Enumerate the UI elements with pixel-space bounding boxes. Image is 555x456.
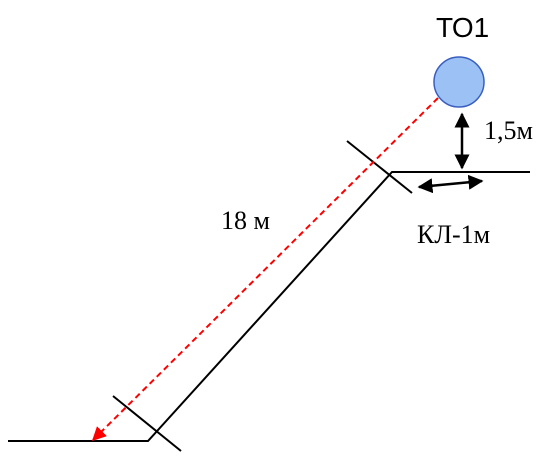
object-label: ТО1	[436, 12, 490, 43]
slope-length-label: 18 м	[221, 206, 270, 235]
bottom-edge-tick	[112, 395, 182, 452]
ground-profile-line	[8, 171, 530, 442]
top-edge-tick	[346, 140, 413, 194]
horizontal-distance-label: КЛ-1м	[417, 220, 491, 249]
object-circle	[433, 56, 485, 108]
horizontal-distance-arrow	[417, 174, 484, 194]
vertical-distance-label: 1,5м	[484, 116, 533, 145]
slope-distance-dashed-line	[92, 97, 439, 441]
